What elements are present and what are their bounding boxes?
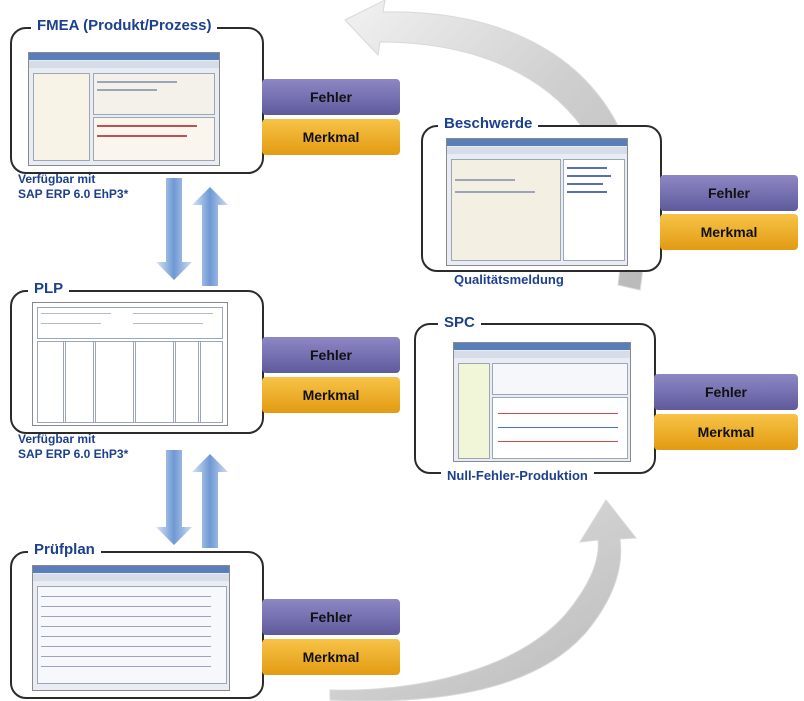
spc-subtitle: Null-Fehler-Produktion bbox=[441, 468, 594, 483]
spc-fehler-tag: Fehler bbox=[654, 374, 798, 410]
plp-title: PLP bbox=[28, 280, 70, 297]
fmea-merkmal-tag: Merkmal bbox=[262, 119, 400, 155]
fmea-title: FMEA (Produkt/Prozess) bbox=[31, 17, 218, 34]
arrow-down-fmea-plp bbox=[156, 178, 192, 280]
cycle-arrow-bottom bbox=[329, 499, 637, 701]
beschwerde-merkmal-tag: Merkmal bbox=[660, 214, 798, 250]
fmea-availability-note: Verfügbar mit SAP ERP 6.0 EhP3* bbox=[18, 172, 129, 201]
fmea-fehler-tag: Fehler bbox=[262, 79, 400, 115]
beschwerde-title: Beschwerde bbox=[438, 115, 539, 132]
spc-screenshot bbox=[453, 342, 631, 462]
pruefplan-screenshot bbox=[32, 565, 230, 691]
cycle-arrow-top bbox=[344, 0, 645, 291]
spc-title: SPC bbox=[438, 314, 481, 331]
arrow-up-plp-fmea bbox=[192, 187, 228, 286]
beschwerde-subtitle: Qualitätsmeldung bbox=[448, 272, 570, 287]
beschwerde-fehler-tag: Fehler bbox=[660, 175, 798, 211]
pruefplan-merkmal-tag: Merkmal bbox=[262, 639, 400, 675]
fmea-screenshot bbox=[28, 52, 220, 166]
spc-merkmal-tag: Merkmal bbox=[654, 414, 798, 450]
plp-availability-note: Verfügbar mit SAP ERP 6.0 EhP3* bbox=[18, 432, 129, 461]
pruefplan-fehler-tag: Fehler bbox=[262, 599, 400, 635]
plp-merkmal-tag: Merkmal bbox=[262, 377, 400, 413]
arrow-up-pruefplan-plp bbox=[192, 454, 228, 548]
plp-screenshot bbox=[32, 302, 228, 426]
arrow-down-plp-pruefplan bbox=[156, 450, 192, 545]
plp-fehler-tag: Fehler bbox=[262, 337, 400, 373]
beschwerde-screenshot bbox=[446, 138, 628, 266]
pruefplan-title: Prüfplan bbox=[28, 541, 101, 558]
